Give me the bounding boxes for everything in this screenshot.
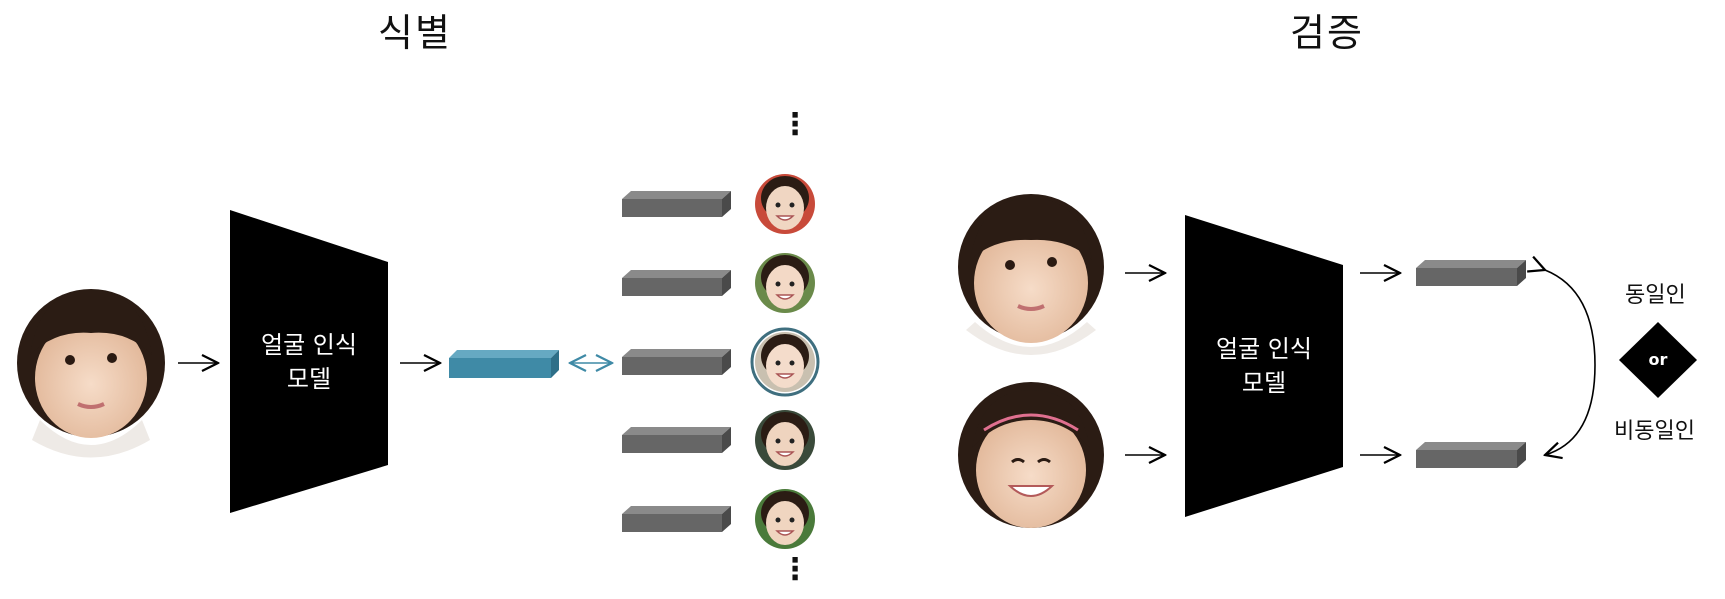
face-recognition-model-identification [230, 210, 388, 513]
verification-embedding-2 [1416, 442, 1526, 468]
gallery-embedding-vector [622, 270, 731, 296]
query-embedding-vector [449, 350, 559, 378]
gallery-row [622, 410, 815, 470]
verification-face-2-avatar [958, 382, 1104, 528]
gallery-face-avatar [755, 410, 815, 470]
gallery-row [622, 489, 815, 549]
gallery-face-avatar [755, 489, 815, 549]
gallery-embedding-vector [622, 349, 731, 375]
same-person-label: 동일인 [1625, 283, 1686, 308]
or-label: or [1648, 350, 1668, 369]
gallery-embedding-vector [622, 427, 731, 453]
gallery-row [622, 174, 815, 234]
model-label-verification: 얼굴 인식 모델 [1185, 332, 1343, 400]
model-label-line2: 모델 [286, 365, 332, 393]
verification-title: 검증 [1290, 11, 1364, 55]
gallery-embedding-vector [622, 191, 731, 217]
gallery-face-avatar [750, 327, 820, 397]
gallery-more-bottom: ⋮ [780, 552, 810, 587]
gallery-face-avatar [755, 253, 815, 313]
gallery-face-avatar [755, 174, 815, 234]
verification-compare-arrow [1545, 270, 1596, 455]
gallery-embedding-vector [622, 506, 731, 532]
gallery-group [622, 174, 820, 549]
decision-diamond [1619, 322, 1697, 398]
gallery-row [622, 327, 820, 397]
different-person-label: 비동일인 [1614, 419, 1695, 444]
verification-face-1-avatar [958, 194, 1104, 355]
model-label-line2: 모델 [1241, 369, 1287, 397]
model-label-line1: 얼굴 인식 [1216, 335, 1312, 363]
face-recognition-model-verification [1185, 215, 1343, 517]
model-label-line1: 얼굴 인식 [261, 331, 357, 359]
gallery-row [622, 253, 815, 313]
matched-face-highlight-ring [750, 327, 820, 397]
gallery-more-top: ⋮ [780, 107, 810, 142]
identification-title: 식별 [378, 11, 452, 55]
query-face-avatar [17, 289, 165, 458]
model-label-identification: 얼굴 인식 모델 [230, 328, 388, 396]
verification-embedding-1 [1416, 260, 1526, 286]
